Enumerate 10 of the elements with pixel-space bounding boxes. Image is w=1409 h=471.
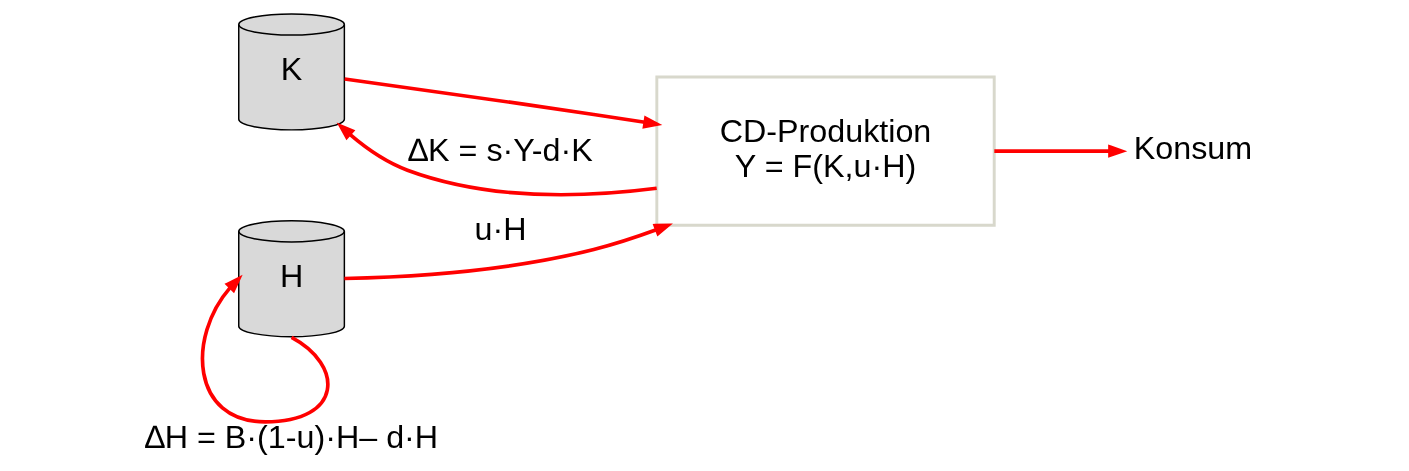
arrow	[344, 223, 673, 281]
arrow	[994, 144, 1128, 158]
node-box: CD-Produktion Y = F(K,u·H)	[655, 75, 996, 227]
arrow	[344, 77, 663, 129]
edge-label: ∆K = s·Y-d·K	[408, 131, 593, 168]
arrow	[336, 122, 657, 197]
edge-label: u·H	[474, 211, 527, 248]
node-text: Konsum	[1133, 130, 1253, 167]
edge-label: ∆H = B·(1-u)·H– d·H	[144, 418, 439, 455]
arrow	[200, 274, 330, 424]
